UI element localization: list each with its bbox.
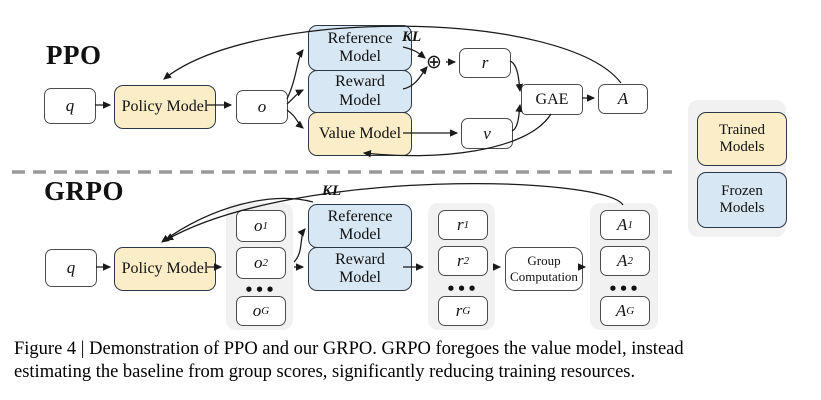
oplus-symbol: ⊕	[426, 51, 442, 73]
legend-frozen-models: Frozen Models	[697, 172, 787, 228]
output-1-base: o	[254, 216, 263, 235]
grpo-kl-label: KL	[322, 183, 342, 199]
grpo-advantages-ellipsis: •••	[608, 280, 640, 298]
grpo-outputs-ellipsis: •••	[244, 281, 276, 299]
ppo-value-model-box: Value Model	[308, 112, 412, 156]
ppo-section-label: PPO	[46, 40, 102, 70]
output-G-base: o	[252, 301, 262, 320]
grpo-query-box: q	[45, 249, 97, 287]
ppo-output-box: o	[236, 90, 288, 124]
grpo-section-label: GRPO	[44, 176, 124, 206]
reward-1-base: r	[456, 215, 464, 234]
figure-caption: Figure 4 | Demonstration of PPO and our …	[14, 338, 684, 384]
grpo-reference-model-box: Reference Model	[308, 204, 412, 248]
ppo-gae-box: GAE	[521, 84, 583, 115]
ppo-reward-model-box: Reward Model	[308, 70, 412, 113]
ppo-kl-label: KL	[402, 29, 422, 45]
caption-line-2: estimating the baseline from group score…	[14, 362, 636, 382]
ppo-value-v-box: v	[461, 118, 513, 149]
grpo-rewards-ellipsis: •••	[446, 280, 478, 298]
reward-G-base: r	[455, 301, 463, 320]
ppo-reference-model-box: Reference Model	[308, 25, 412, 71]
advantage-2-base: A	[617, 251, 628, 270]
grpo-policy-model-box: Policy Model	[114, 247, 216, 291]
output-2-base: o	[254, 253, 263, 272]
legend-trained-models: Trained Models	[697, 112, 787, 166]
ppo-query-box: q	[44, 88, 96, 124]
advantage-G-base: A	[615, 301, 627, 320]
ppo-policy-model-box: Policy Model	[114, 85, 216, 129]
reward-2-base: r	[456, 251, 464, 270]
caption-line-1: Figure 4 | Demonstration of PPO and our …	[14, 339, 684, 359]
ppo-advantage-box: A	[598, 84, 648, 114]
grpo-group-computation-box: Group Computation	[505, 247, 583, 291]
advantage-1-base: A	[617, 215, 628, 234]
ppo-reward-r-box: r	[459, 48, 511, 78]
grpo-reward-model-box: Reward Model	[308, 247, 412, 291]
